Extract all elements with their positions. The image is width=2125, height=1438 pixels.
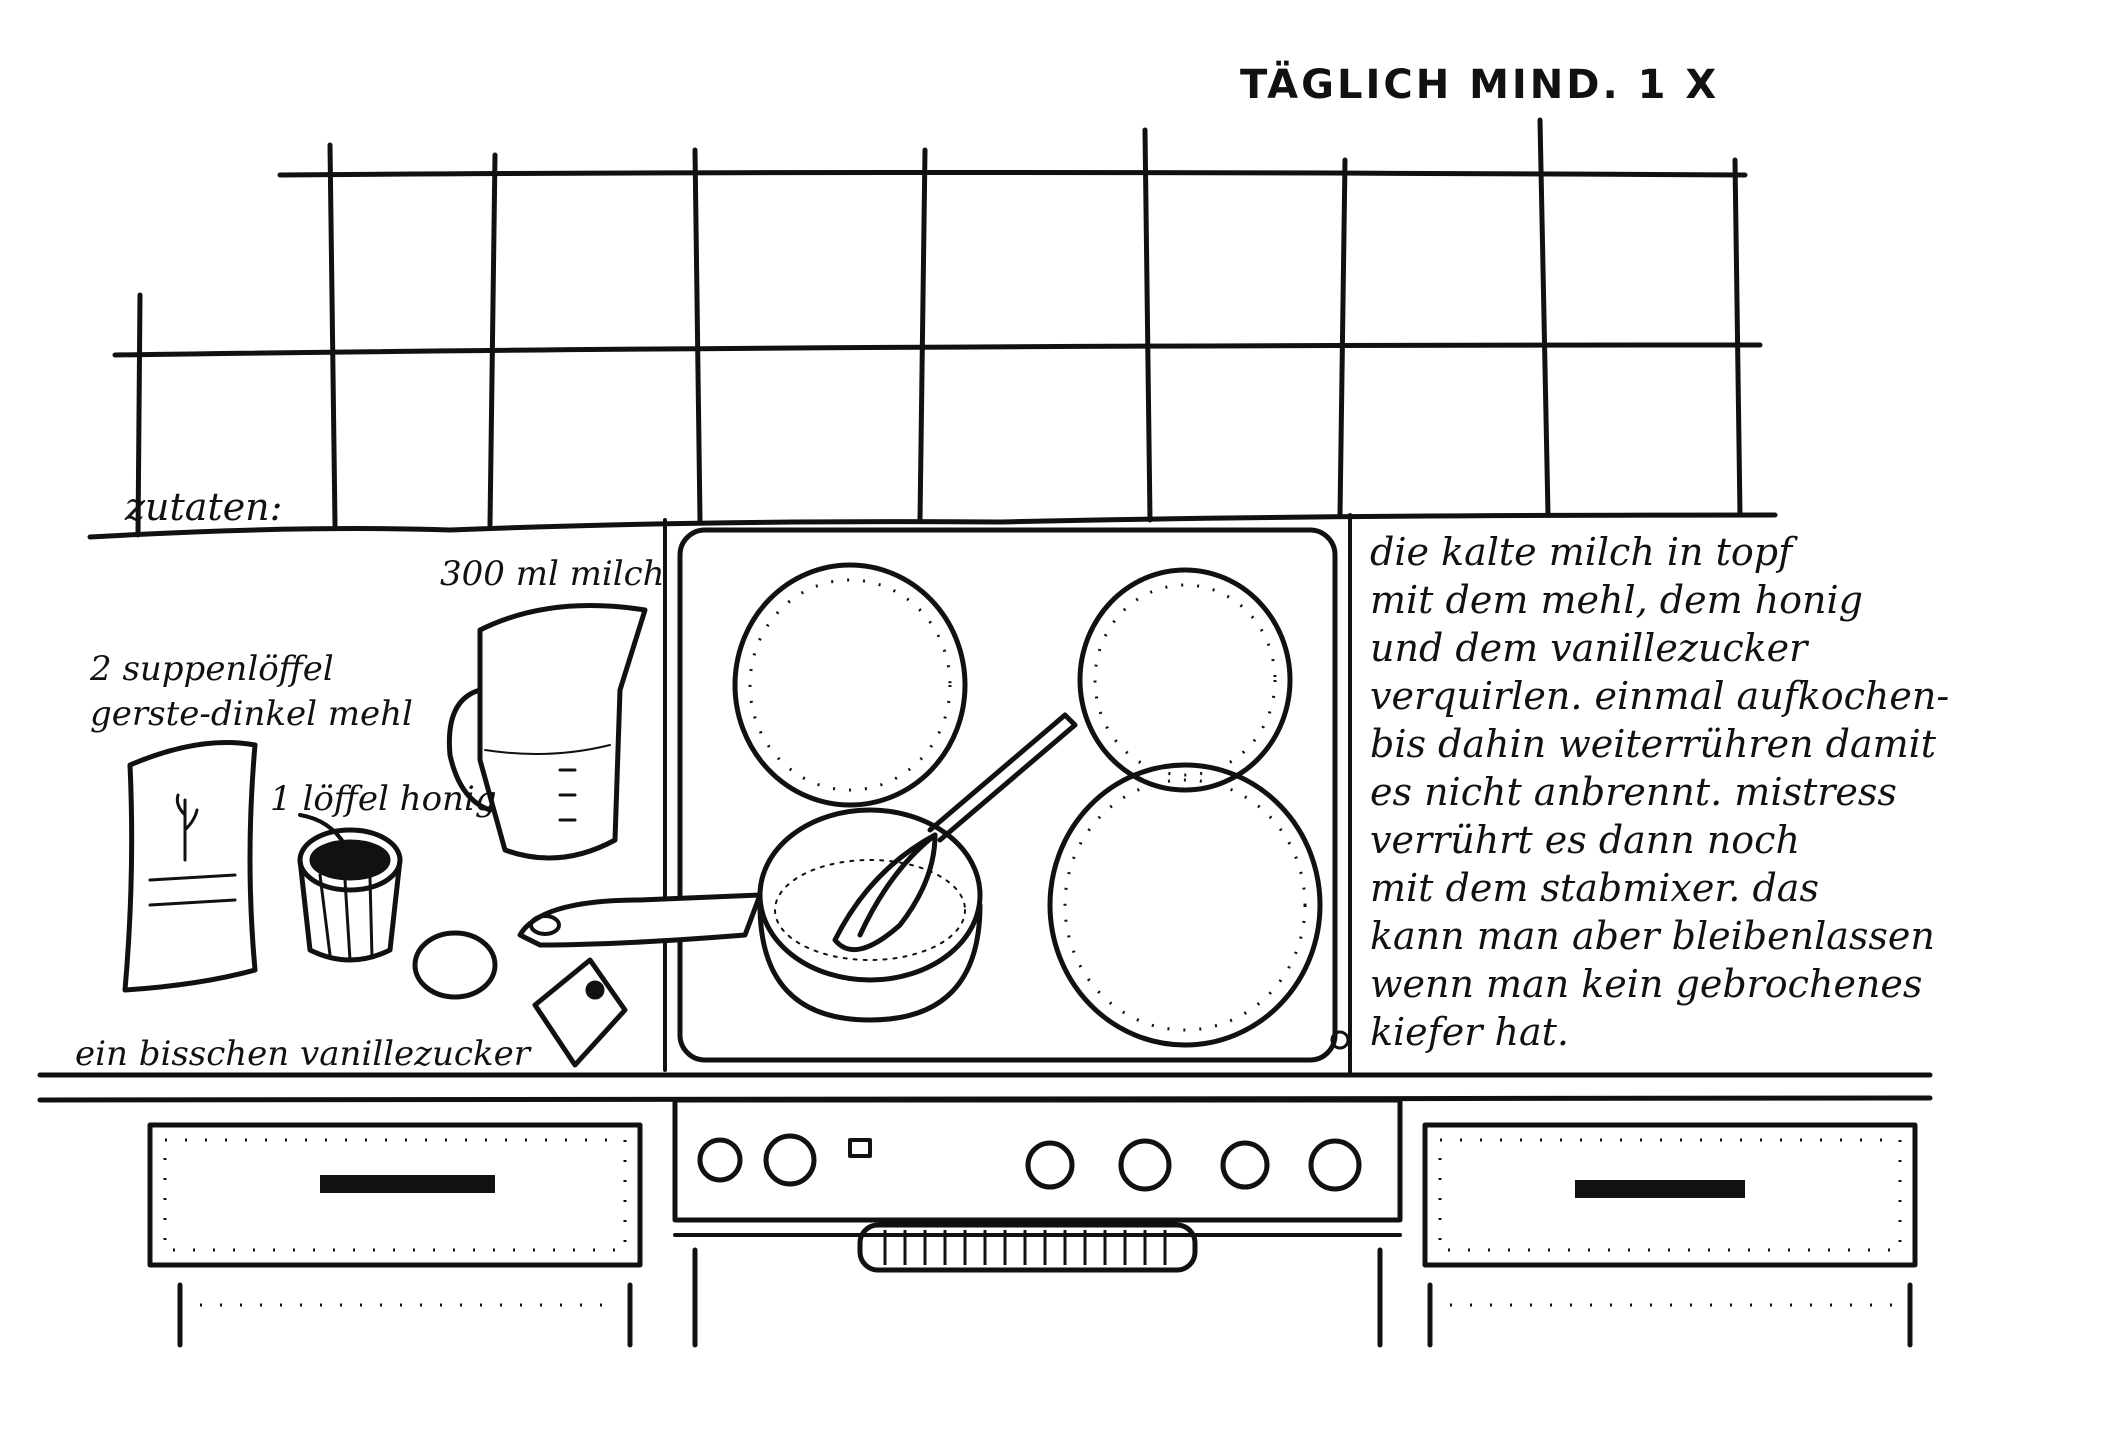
- instruction-line: mit dem stabmixer. das: [1370, 866, 1819, 910]
- whisk-icon: [832, 712, 1078, 953]
- instruction-line: kann man aber bleibenlassen: [1370, 914, 1935, 958]
- knob-icon: [697, 1137, 743, 1183]
- knob-icon: [1118, 1138, 1172, 1192]
- oven-front: [672, 1097, 1403, 1348]
- page-title: TÄGLICH MIND. 1 X: [1240, 60, 1719, 108]
- instruction-line: wenn man kein gebrochenes: [1370, 962, 1922, 1006]
- left-cabinet: [147, 1122, 643, 1348]
- instruction-line: bis dahin weiterrühren damit: [1370, 722, 1937, 766]
- milk-jug-icon: [446, 603, 648, 861]
- knob-icon: [763, 1133, 817, 1187]
- flour-label-line1: 2 suppenlöffel: [89, 649, 334, 689]
- right-cabinet: [1422, 1122, 1918, 1348]
- honey-label: 1 löffel honig: [270, 779, 497, 819]
- instruction-line: und dem vanillezucker: [1370, 626, 1810, 670]
- flour-label-line2: gerste-dinkel mehl: [90, 694, 413, 734]
- counter-edge: [37, 1072, 1933, 1103]
- flour-bag-icon: [122, 740, 258, 993]
- burner-top-left: [732, 562, 968, 808]
- oven-door-handle: [857, 1222, 1198, 1273]
- milk-label: 300 ml milch: [440, 554, 665, 594]
- knob-icon: [1025, 1140, 1075, 1190]
- instructions: die kalte milch in topf mit dem mehl, de…: [1370, 530, 1949, 1054]
- instruction-line: es nicht anbrennt. mistress: [1370, 770, 1897, 814]
- saucepan: [517, 807, 983, 1023]
- indicator-light-icon: [848, 1138, 872, 1158]
- knob-icon: [1308, 1138, 1362, 1192]
- instruction-line: kiefer hat.: [1370, 1010, 1569, 1054]
- instruction-line: verquirlen. einmal aufkochen-: [1370, 674, 1949, 718]
- instruction-line: mit dem mehl, dem honig: [1370, 578, 1863, 622]
- drawer-handle: [1575, 1180, 1745, 1198]
- cooktop: [663, 513, 1352, 1077]
- vanilla-label: ein bisschen vanillezucker: [75, 1034, 532, 1074]
- drawer-handle: [320, 1175, 495, 1193]
- ingredients-heading: zutaten:: [124, 485, 282, 529]
- instruction-line: verrührt es dann noch: [1370, 818, 1800, 862]
- knob-icon: [1220, 1140, 1270, 1190]
- vanilla-packet-icon: [412, 930, 628, 1068]
- burner-top-right: [1077, 567, 1293, 793]
- honey-jar-icon: [297, 813, 403, 963]
- tile-wall: [87, 117, 1778, 540]
- burner-bottom-right: [1047, 762, 1323, 1048]
- instruction-line: die kalte milch in topf: [1370, 530, 1798, 574]
